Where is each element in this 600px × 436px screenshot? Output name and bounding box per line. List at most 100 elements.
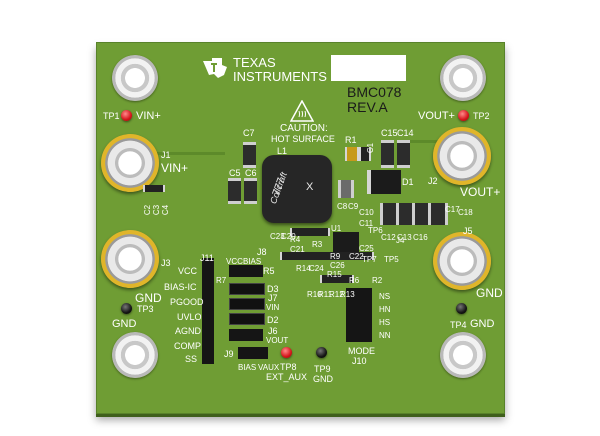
jumper-j7[interactable]	[229, 298, 265, 310]
r15-label: R15	[327, 270, 342, 279]
terminal-j5-gnd[interactable]	[433, 232, 491, 290]
header-j11[interactable]	[202, 258, 214, 364]
header-j8[interactable]	[229, 265, 263, 277]
capacitor-c14	[397, 140, 410, 168]
ss-label: SS	[185, 354, 198, 364]
j7-label: J7	[268, 293, 278, 303]
header-j10[interactable]	[346, 288, 372, 342]
hn-label: HN	[379, 305, 391, 314]
tp5-label: TP5	[384, 255, 399, 264]
terminal-j3-gnd[interactable]	[101, 230, 159, 288]
d3-label: D3	[267, 284, 279, 294]
capacitor-c1	[359, 147, 371, 161]
d2-label: D2	[267, 315, 279, 325]
gnd-tp9-label: GND	[313, 374, 333, 384]
mounting-hole-bottom-right	[440, 332, 486, 378]
logo-text-line2: Instruments	[233, 69, 327, 84]
r4-label: R4	[290, 235, 301, 244]
small-passives-2	[280, 252, 374, 260]
vout-j6-label: VOUT	[266, 336, 289, 345]
jumper-d2[interactable]	[229, 313, 265, 325]
vout-plus-top-label: VOUT+	[418, 110, 455, 122]
capacitor-c15	[381, 140, 394, 168]
jumper-d3[interactable]	[229, 283, 265, 295]
tp1-label: TP1	[103, 111, 120, 121]
caution-line2: HOT SURFACE	[271, 134, 335, 144]
c16-label: C16	[413, 233, 428, 242]
capacitor-c17	[428, 203, 448, 225]
mode-label: MODE	[348, 346, 375, 356]
tp4-label: TP4	[450, 320, 467, 330]
testpoint-tp2[interactable]	[458, 110, 469, 121]
tp2-label: TP2	[473, 111, 490, 121]
vcc-label: VCC	[178, 266, 198, 276]
r9-label: R9	[330, 252, 341, 261]
capacitor-c8	[338, 180, 354, 198]
c15-label: C15	[381, 128, 398, 138]
bias-j9-label: BIAS	[238, 363, 257, 372]
testpoint-tp9[interactable]	[316, 347, 327, 358]
l1-label: L1	[277, 146, 288, 156]
r11-label: R11	[318, 290, 333, 299]
inductor-l1: 777 Coilcraft X	[262, 155, 332, 223]
r13-label: R13	[340, 290, 355, 299]
caution-line1: CAUTION:	[280, 123, 328, 134]
testpoint-tp3[interactable]	[121, 303, 132, 314]
capacitor-c5	[228, 178, 241, 204]
small-passives	[290, 228, 330, 236]
terminal-j1-vin[interactable]	[101, 134, 159, 192]
c14-label: C14	[397, 128, 414, 138]
tp8-label: TP8	[280, 362, 297, 372]
diode-d1	[367, 170, 401, 194]
bias-ic-label: BIAS-IC	[164, 282, 197, 292]
bias-j8-label: BIAS	[243, 257, 262, 266]
j10-label: J10	[352, 356, 367, 366]
copper-trace-vout	[410, 140, 450, 143]
tp6-label: TP6	[368, 226, 383, 235]
c20-label: C20	[281, 232, 296, 241]
model-number: BMC078	[347, 84, 402, 100]
c4-label: C4	[161, 204, 171, 216]
testpoint-tp1[interactable]	[121, 110, 132, 121]
pgood-label: PGOOD	[170, 297, 204, 307]
tp7-label: TP7	[362, 255, 377, 264]
j4-label: J4	[396, 236, 405, 245]
testpoint-tp4[interactable]	[456, 303, 467, 314]
c13-label: C13	[397, 233, 412, 242]
c5-label: C5	[229, 168, 241, 178]
c21-label: C21	[290, 245, 305, 254]
r12-label: R12	[329, 290, 344, 299]
gnd-left-label: GND	[135, 291, 162, 305]
hot-surface-warning-icon	[289, 99, 315, 122]
vaux-j9-label: VAUX	[258, 363, 280, 372]
j8-label: J8	[257, 247, 267, 257]
c18-label: C18	[458, 208, 473, 217]
d1-label: D1	[402, 177, 414, 187]
hs-label: HS	[379, 318, 391, 327]
terminal-j2-vout[interactable]	[433, 127, 491, 185]
header-j9[interactable]	[238, 347, 268, 359]
capacitor-c2-c3-c4	[143, 185, 165, 192]
vout-plus-label: VOUT+	[460, 185, 501, 199]
agnd-label: AGND	[175, 326, 202, 336]
revision: REV.A	[347, 99, 388, 115]
r14-label: R14	[296, 264, 311, 273]
ns-label: NS	[379, 292, 391, 301]
c1-label: C1	[366, 142, 376, 154]
header-j6[interactable]	[229, 329, 263, 341]
vin-plus-label: VIN+	[161, 161, 189, 175]
comp-label: COMP	[174, 341, 201, 351]
controller-u1	[333, 232, 359, 252]
c6-label: C6	[245, 168, 257, 178]
c7-label: C7	[243, 128, 255, 138]
testpoint-tp8[interactable]	[281, 347, 292, 358]
c10-label: C10	[359, 208, 374, 217]
j2-label: J2	[428, 176, 438, 186]
capacitor-c6	[244, 178, 257, 204]
resistor-r10-r13	[320, 275, 354, 283]
c24-label: C24	[309, 264, 324, 273]
j11-label: J11	[200, 253, 214, 263]
j6-label: J6	[268, 326, 278, 336]
mounting-hole-top-left	[112, 55, 158, 101]
r5-label: R5	[263, 266, 275, 276]
